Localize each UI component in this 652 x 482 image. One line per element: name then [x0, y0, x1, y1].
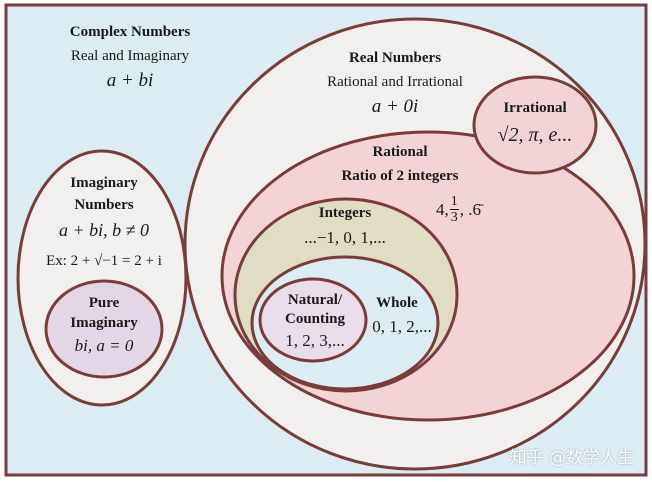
imaginary-title-line2: Numbers — [74, 197, 134, 213]
fraction-numerator: 1 — [449, 194, 459, 210]
irrational-region — [472, 75, 598, 175]
imaginary-formula: a + bi, b ≠ 0 — [58, 220, 150, 240]
rational-examples: 4, 1 3 , .6̄ — [436, 194, 481, 225]
whole-examples: 0, 1, 2,... — [372, 317, 432, 336]
pure-title-line1: Pure — [88, 295, 120, 311]
rational-examples-suffix: , .6̄ — [459, 199, 481, 219]
pure-formula: bi, a = 0 — [74, 336, 134, 355]
whole-title: Whole — [376, 295, 418, 311]
rational-examples-prefix: 4, — [436, 199, 449, 219]
fraction-denominator: 3 — [450, 210, 458, 225]
integers-examples: ...−1, 0, 1,... — [304, 228, 386, 247]
rational-fraction: 1 3 — [449, 194, 459, 225]
rational-title: Rational — [372, 144, 428, 160]
natural-examples: 1, 2, 3,... — [285, 331, 345, 350]
real-title: Real Numbers — [348, 50, 442, 66]
natural-region — [258, 277, 368, 363]
complex-formula: a + bi — [106, 70, 154, 91]
rational-subtitle: Ratio of 2 integers — [341, 168, 459, 184]
natural-title-line1: Natural/ — [287, 292, 343, 308]
watermark: 知乎 @数学人生 — [509, 448, 634, 468]
natural-title-line2: Counting — [284, 311, 346, 327]
real-subtitle: Rational and Irrational — [327, 74, 463, 90]
irrational-title: Irrational — [503, 100, 567, 116]
integers-title: Integers — [318, 205, 372, 221]
pure-imaginary-region — [44, 279, 164, 379]
irrational-examples: √2, π, e... — [497, 124, 573, 146]
real-formula: a + 0i — [371, 96, 419, 117]
complex-subtitle: Real and Imaginary — [70, 48, 190, 64]
complex-title: Complex Numbers — [69, 24, 191, 40]
imaginary-example: Ex: 2 + √−1 = 2 + i — [46, 253, 162, 269]
imaginary-title-line1: Imaginary — [70, 175, 138, 191]
pure-title-line2: Imaginary — [70, 315, 138, 331]
